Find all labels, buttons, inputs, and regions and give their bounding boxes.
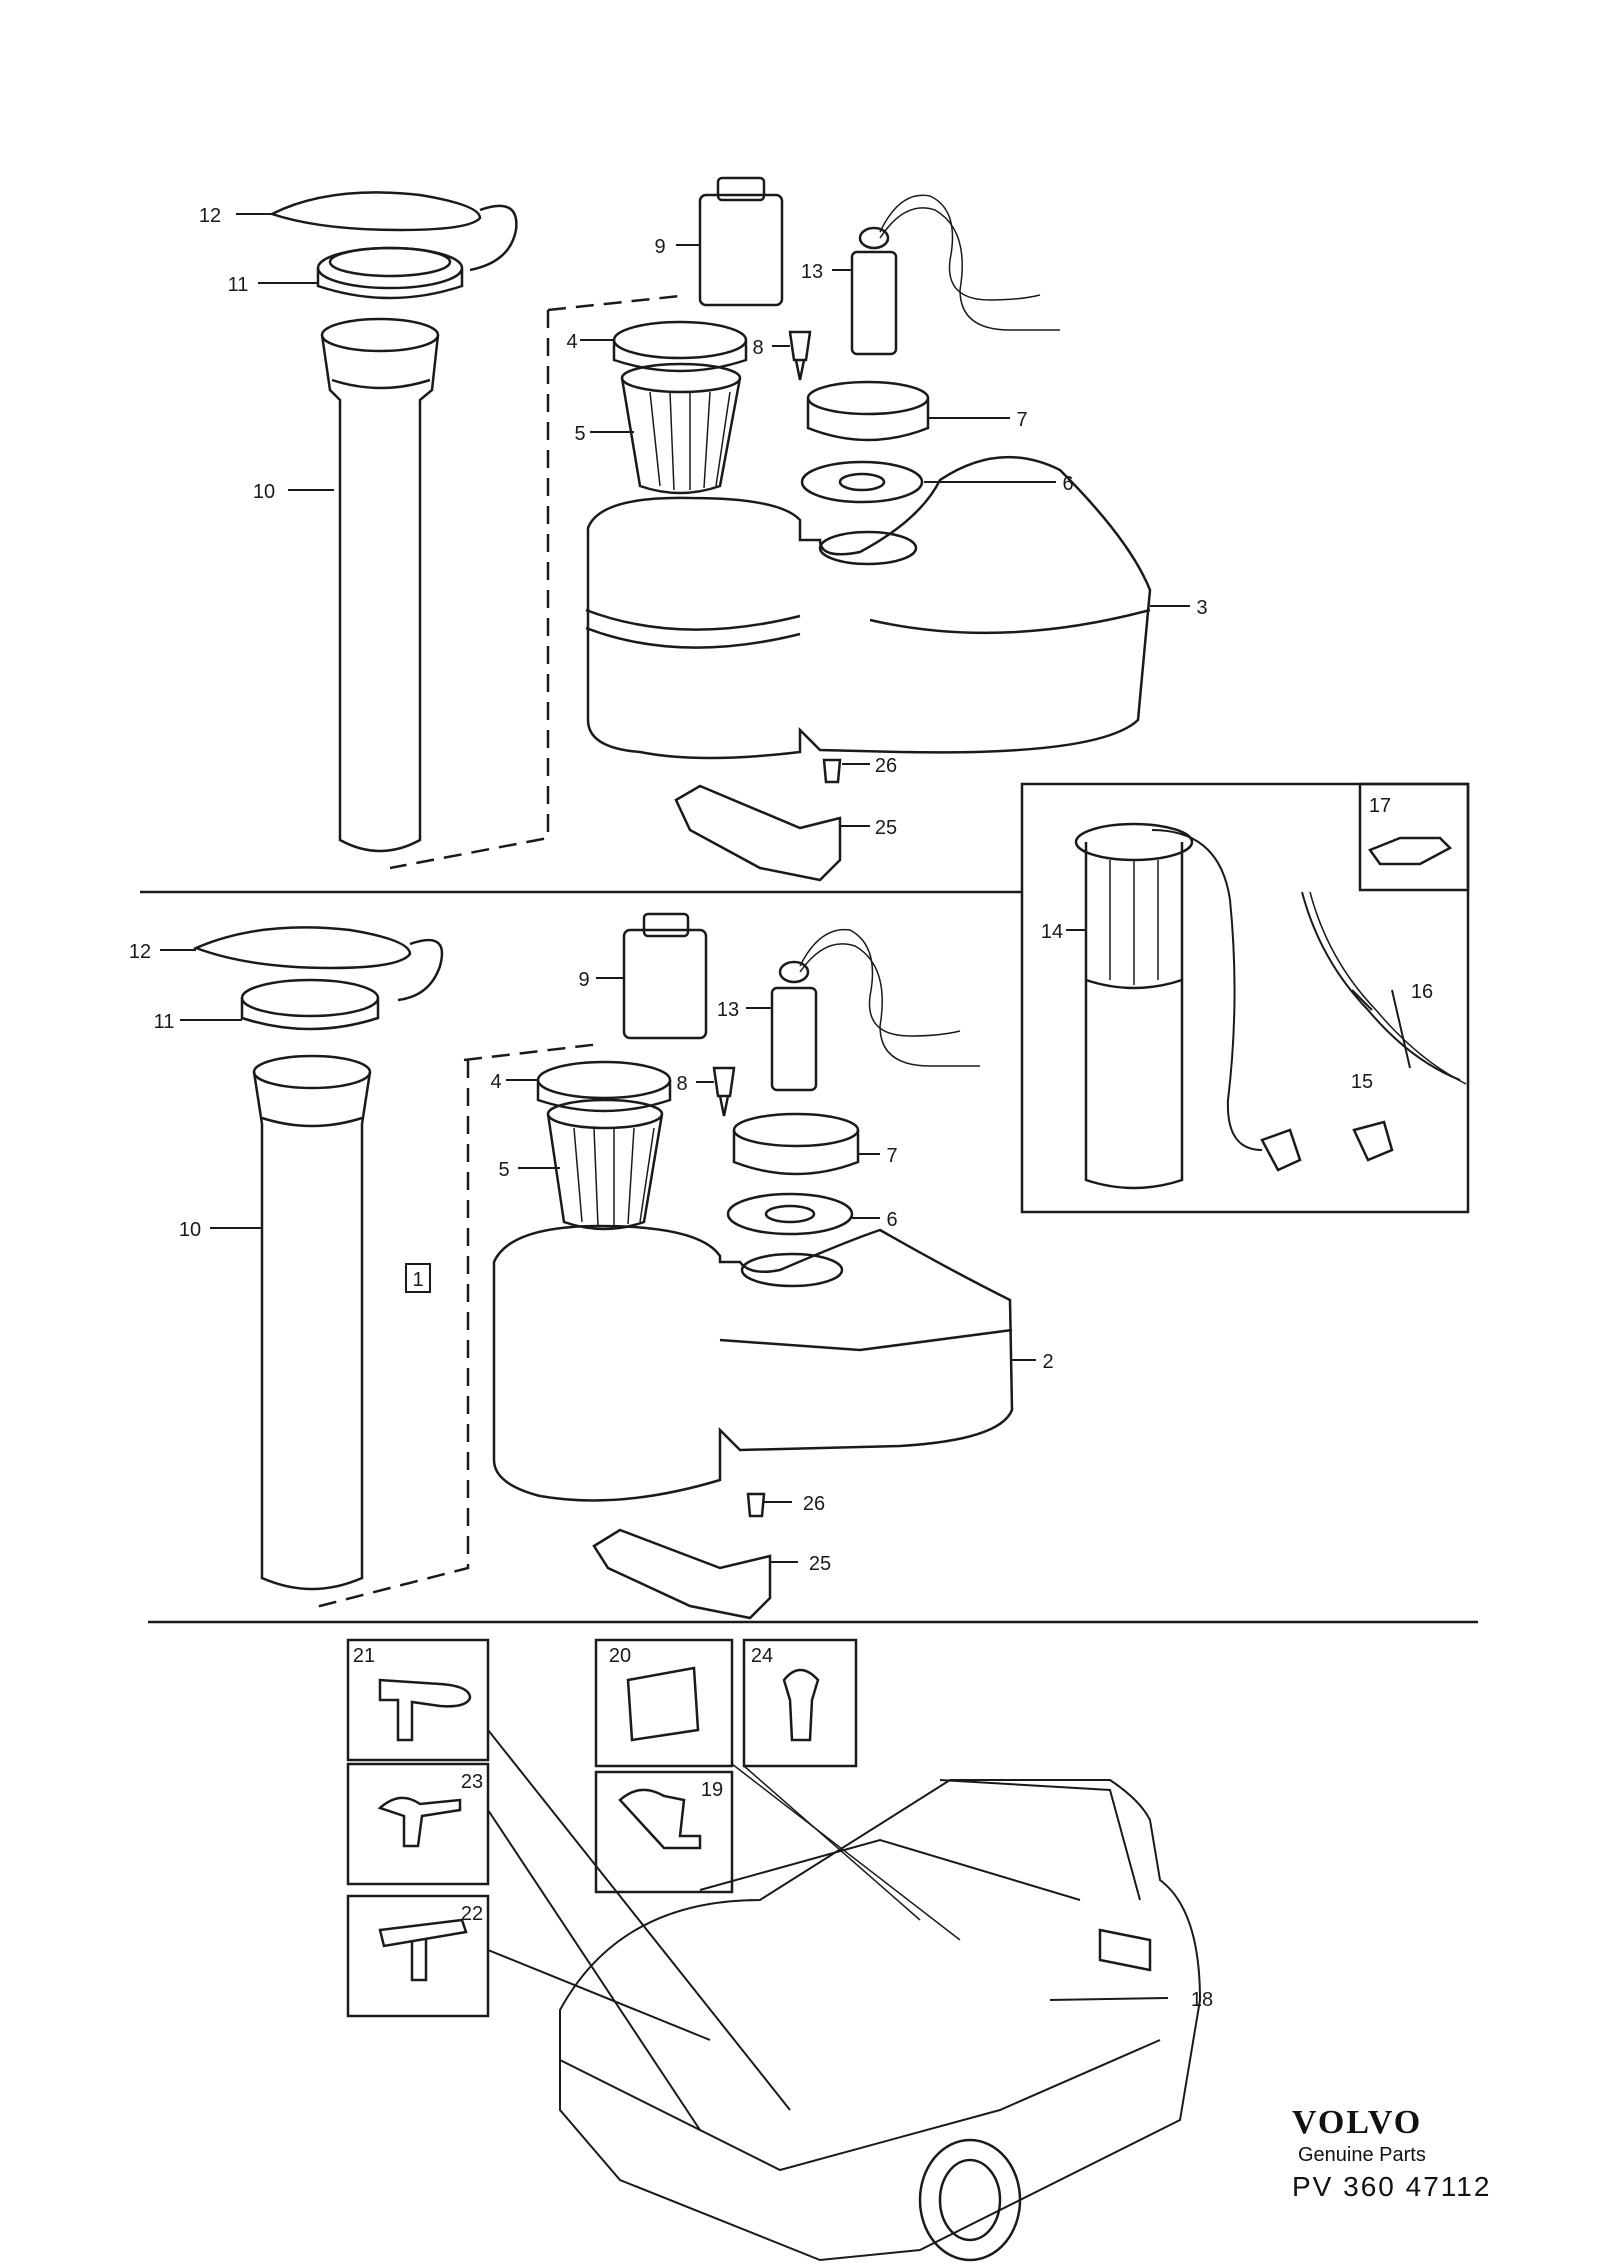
brand-logo: VOLVO [1292,2104,1423,2141]
callout-11-mid: 11 [154,1011,175,1033]
callout-18: 18 [1191,1989,1213,2011]
callout-6-mid: 6 [886,1209,897,1231]
brand-footer: VOLVO Genuine Parts PV 360 47112 [1292,2104,1492,2203]
brand-subtitle: Genuine Parts [1298,2144,1426,2166]
inset-box [1020,782,1470,1214]
callout-10-top: 10 [253,481,275,503]
callout-22: 22 [461,1903,483,1925]
callout-7-top: 7 [1016,409,1027,431]
callout-10-mid: 10 [179,1219,201,1241]
callout-9-top: 9 [654,236,665,258]
callout-9-mid: 9 [578,969,589,991]
callout-12-top: 12 [199,205,221,227]
callout-3: 3 [1196,597,1207,619]
diagram-code: PV 360 47112 [1292,2171,1492,2202]
top-assembly [268,176,1152,882]
callout-16: 16 [1411,981,1433,1003]
middle-assembly [192,912,1014,1620]
callout-19: 19 [701,1779,723,1801]
callout-4-top: 4 [566,331,577,353]
callout-15: 15 [1351,1071,1373,1093]
callout-4-mid: 4 [490,1071,501,1093]
callout-11-top: 11 [228,274,249,296]
callout-26-mid: 26 [803,1493,825,1515]
leader-lines [160,213,1411,1563]
callout-8-top: 8 [752,337,763,359]
callout-5-top: 5 [574,423,585,445]
callout-25-mid: 25 [809,1553,831,1575]
bottom-assembly [346,1638,1202,2262]
callout-21: 21 [353,1645,375,1667]
callout-labels: 12 11 10 9 4 5 8 13 7 6 3 26 25 17 14 16… [129,205,1433,2011]
callout-1: 1 [412,1269,423,1291]
callout-13-mid: 13 [717,999,739,1021]
callout-23: 23 [461,1771,483,1793]
callout-7-mid: 7 [886,1145,897,1167]
callout-13-top: 13 [801,261,823,283]
callout-25-top: 25 [875,817,897,839]
callout-5-mid: 5 [498,1159,509,1181]
callout-24: 24 [751,1645,773,1667]
callout-17: 17 [1369,795,1391,817]
callout-12-mid: 12 [129,941,151,963]
callout-2: 2 [1042,1351,1053,1373]
callout-6-top: 6 [1062,473,1073,495]
callout-20: 20 [609,1645,631,1667]
callout-8-mid: 8 [676,1073,687,1095]
callout-14: 14 [1041,921,1063,943]
callout-26-top: 26 [875,755,897,777]
